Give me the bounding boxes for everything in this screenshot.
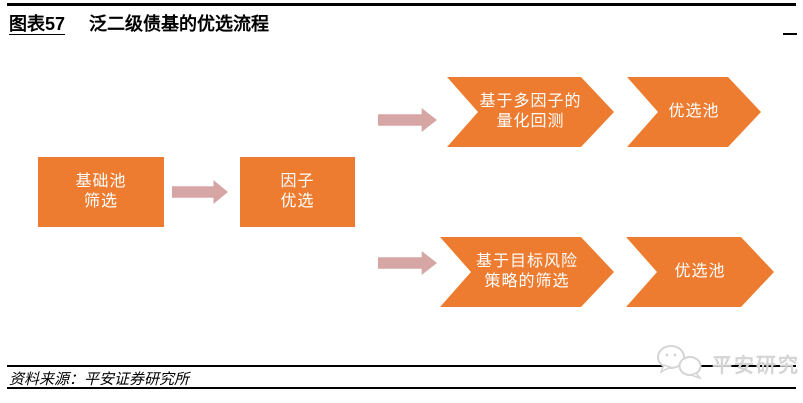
flow-box-text-line: 优选 (280, 193, 315, 210)
flow-box-text-line: 因子 (280, 173, 315, 190)
flow-chevron-text-line: 策略的筛选 (484, 273, 570, 290)
right-arrow-icon (172, 180, 228, 204)
source-note: 资料来源：平安证券研究所 (9, 372, 190, 388)
watermark-label: 平安研究 (712, 354, 800, 377)
flow-chevron-preferred-pool-bottom: 优选池 (626, 237, 774, 307)
figure-number-label: 图表57 (9, 14, 66, 34)
brand-watermark: 平安研究 (654, 344, 800, 382)
figure-title: 泛二级债基的优选流程 (89, 14, 270, 34)
flow-chevron-text-line: 基于目标风险 (475, 253, 578, 270)
flow-chevron-multifactor-backtest: 基于多因子的 量化回测 (447, 77, 614, 147)
right-arrow-icon (378, 108, 437, 132)
flow-chevron-preferred-pool-top: 优选池 (627, 77, 761, 147)
flow-box-factor-selection: 因子 优选 (240, 157, 355, 227)
figure-title-row: 图表57 泛二级债基的优选流程 (9, 10, 269, 36)
flow-chevron-text-line: 基于多因子的 (479, 93, 582, 110)
flow-chevron-target-risk-screening: 基于目标风险 策略的筛选 (440, 237, 614, 307)
flow-chevron-text-line: 量化回测 (496, 113, 565, 130)
flow-box-text-line: 基础池 (75, 173, 127, 190)
flow-chevron-text-line: 优选池 (668, 103, 720, 120)
footer-divider-bottom (7, 387, 796, 389)
wechat-bubbles-icon (654, 343, 708, 384)
flow-chevron-text-line: 优选池 (674, 263, 726, 280)
title-end-dash (783, 33, 797, 35)
flow-box-text-line: 筛选 (83, 193, 118, 210)
right-arrow-icon (378, 251, 437, 275)
top-divider (7, 3, 796, 6)
footer-divider-top (7, 365, 796, 367)
flow-box-base-pool-screening: 基础池 筛选 (38, 157, 164, 227)
